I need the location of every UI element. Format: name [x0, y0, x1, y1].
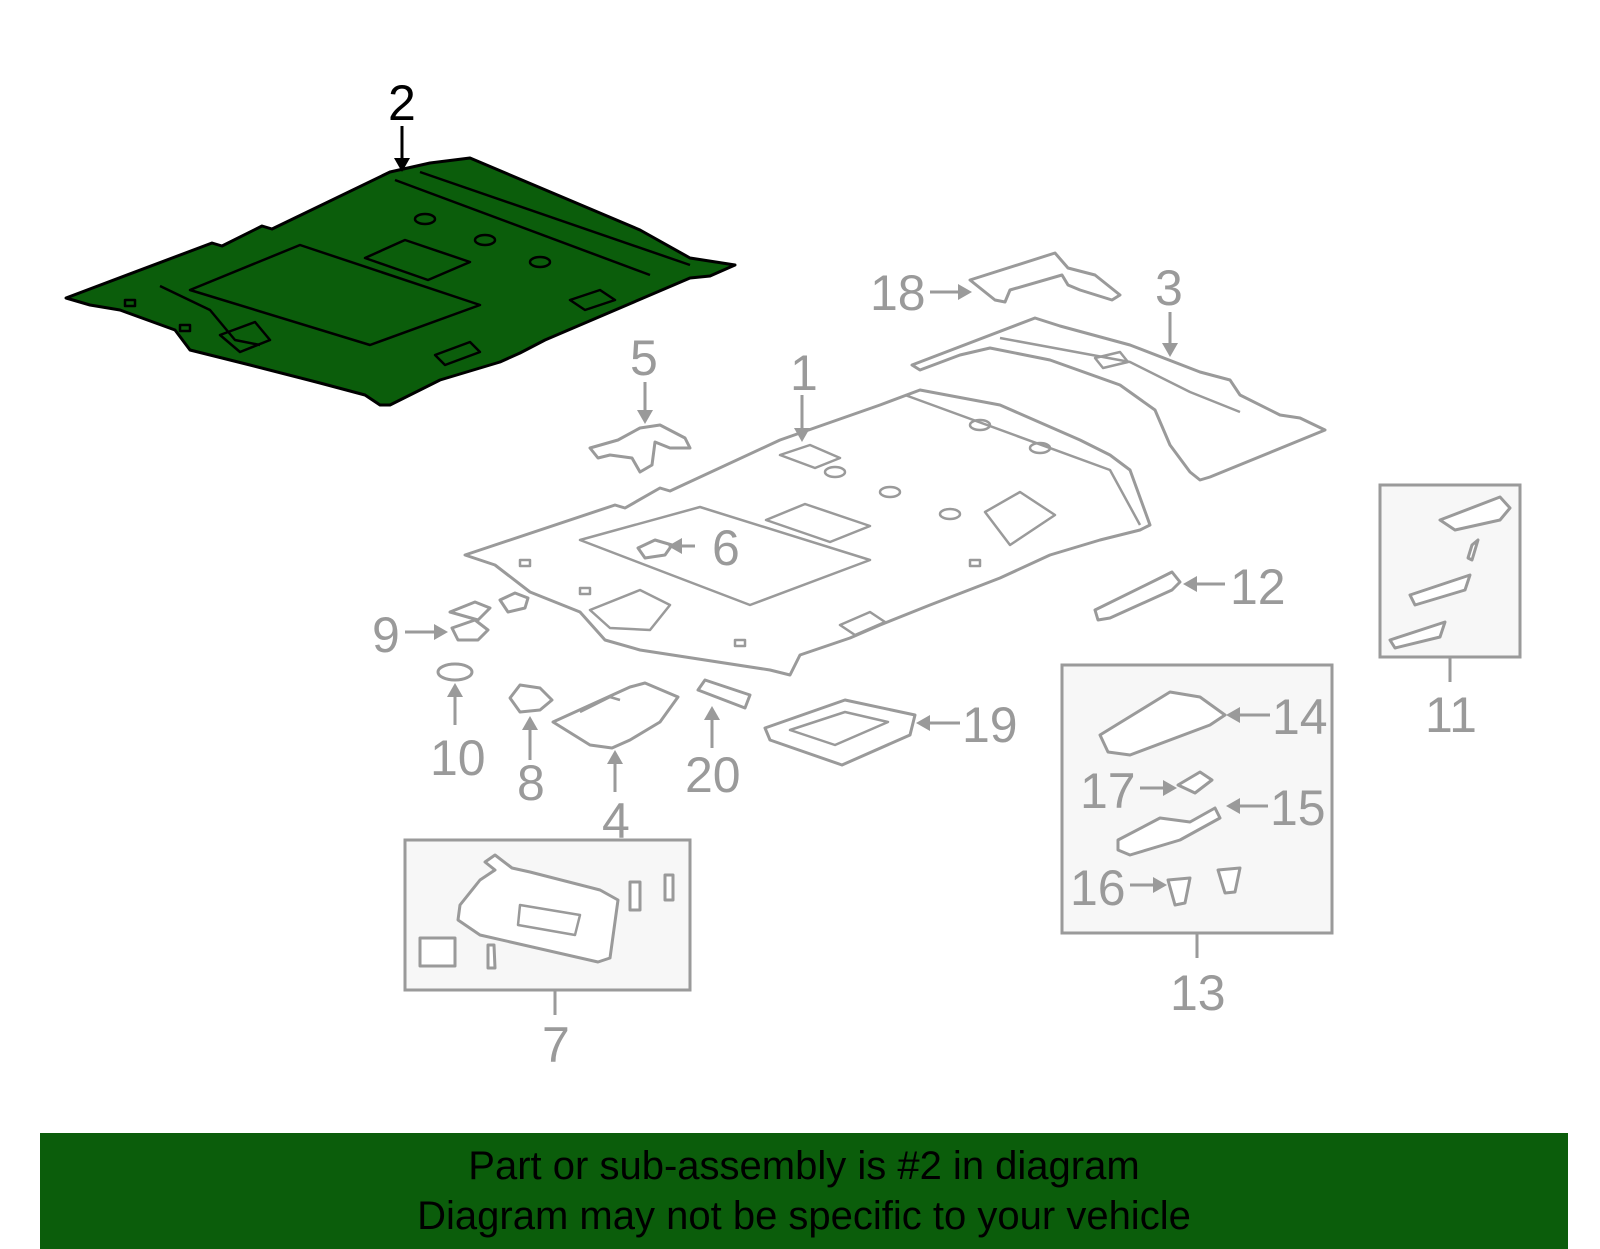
part-20-lens[interactable] [696, 678, 752, 710]
part-18-bracket[interactable] [968, 251, 1122, 304]
callout-15: 15 [1226, 780, 1326, 836]
svg-text:13: 13 [1170, 965, 1226, 1021]
part-6-grommet[interactable] [636, 538, 674, 560]
part-10-plug[interactable] [436, 662, 474, 682]
callout-10: 10 [430, 683, 486, 786]
callout-17: 17 [1080, 763, 1177, 819]
part-7-sunvisor-kit[interactable] [403, 838, 692, 992]
part-2-headliner-highlighted[interactable] [64, 156, 737, 407]
svg-text:17: 17 [1080, 763, 1136, 819]
callout-2: 2 [388, 75, 416, 172]
svg-text:18: 18 [870, 265, 926, 321]
part-3-rear-panel[interactable] [910, 316, 1327, 482]
svg-text:8: 8 [517, 755, 545, 811]
callout-11: 11 [1425, 658, 1477, 743]
part-4-console-cover[interactable] [551, 681, 680, 750]
svg-text:5: 5 [630, 330, 658, 386]
info-banner: Part or sub-assembly is #2 in diagram Di… [40, 1133, 1568, 1249]
svg-text:20: 20 [685, 747, 741, 803]
svg-text:16: 16 [1070, 860, 1126, 916]
svg-text:15: 15 [1270, 780, 1326, 836]
svg-text:12: 12 [1230, 559, 1286, 615]
callout-18: 18 [870, 265, 972, 321]
part-12-handle[interactable] [1093, 570, 1182, 622]
callout-8: 8 [517, 716, 545, 811]
part-5-clip[interactable] [588, 423, 692, 474]
banner-line-2: Diagram may not be specific to your vehi… [417, 1194, 1191, 1238]
callout-19: 19 [916, 697, 1018, 753]
part-11-assist-handle-kit[interactable] [1378, 483, 1522, 659]
svg-text:2: 2 [388, 75, 416, 131]
svg-text:6: 6 [712, 520, 740, 576]
svg-text:7: 7 [542, 1017, 570, 1073]
callout-5: 5 [630, 330, 658, 424]
svg-text:1: 1 [790, 345, 818, 401]
part-1-headliner[interactable] [463, 388, 1152, 677]
part-19-overhead-console[interactable] [763, 698, 917, 767]
svg-text:9: 9 [372, 607, 400, 663]
callout-6: 6 [668, 520, 740, 576]
banner-line-1: Part or sub-assembly is #2 in diagram [468, 1144, 1140, 1188]
callout-4: 4 [602, 750, 630, 849]
svg-text:19: 19 [962, 697, 1018, 753]
callout-13: 13 [1170, 934, 1226, 1021]
callout-20: 20 [685, 706, 741, 803]
callout-3: 3 [1155, 260, 1183, 357]
svg-text:14: 14 [1272, 689, 1328, 745]
part-8-bracket[interactable] [508, 683, 554, 714]
part-13-dome-lamp-kit[interactable] [1060, 663, 1334, 935]
part-9-clips[interactable] [448, 591, 530, 642]
callout-12: 12 [1183, 559, 1286, 615]
callout-16: 16 [1070, 860, 1167, 916]
svg-text:10: 10 [430, 730, 486, 786]
callout-14: 14 [1226, 689, 1328, 745]
svg-text:11: 11 [1425, 687, 1477, 743]
callout-9: 9 [372, 607, 448, 663]
callout-7: 7 [542, 991, 570, 1073]
svg-text:3: 3 [1155, 260, 1183, 316]
callout-1: 1 [790, 345, 818, 442]
